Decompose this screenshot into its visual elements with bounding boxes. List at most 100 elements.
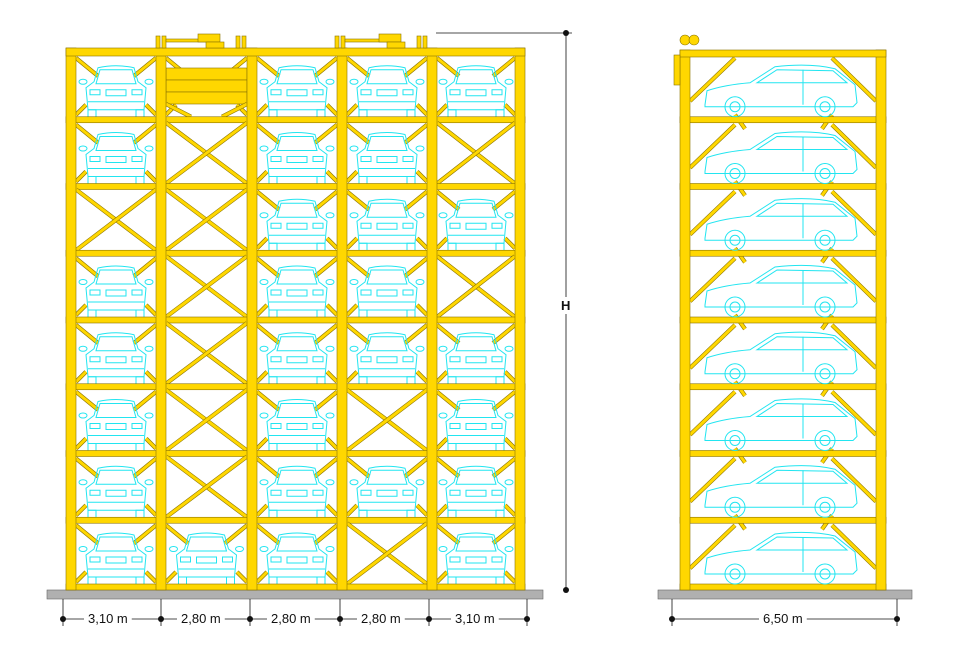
car-window [755,69,849,84]
brace [404,323,428,345]
car-rear-view [259,532,335,586]
tail-light [131,423,143,429]
mirror [325,145,335,152]
mirror [144,412,154,419]
tail-light [360,356,372,363]
mirror [504,479,514,486]
brace [325,170,339,183]
car-body [85,332,147,378]
car-side-view [704,198,858,251]
tail-light [360,489,372,496]
car-rear-view [259,65,335,119]
mirror [349,145,359,152]
lifted-platform [165,67,248,81]
dimension-label-3: 2,80 m [271,611,311,626]
wheel [724,496,746,518]
mirror [415,279,425,285]
ground-slab [46,589,544,600]
brace [503,103,517,116]
wheel [724,363,746,385]
brace [133,257,157,278]
tail-light [402,489,414,496]
brace [830,390,878,436]
column [65,47,77,591]
tail-light [402,89,414,96]
mirror [144,145,154,152]
brace [435,570,449,584]
brace [404,190,428,211]
car-side-view [704,398,858,451]
car-side-view [704,264,858,318]
brace [436,255,516,319]
brace [256,123,280,144]
car-body [445,198,507,244]
tail-light [449,423,461,429]
floor-beam [679,116,887,124]
floor-beam [65,583,526,591]
hub [729,234,741,246]
car-window [455,403,497,418]
brace [74,504,88,517]
car-body [356,465,418,511]
car-body [85,265,147,311]
car-window [755,269,849,284]
brace [133,56,157,78]
license-plate [105,489,127,497]
brace [346,323,370,345]
column [246,47,258,591]
tail-light [360,289,372,296]
floor-beam [65,383,526,391]
license-plate [105,89,127,97]
floor-beam [65,516,526,524]
mirror [259,479,269,486]
license-plate [286,222,308,230]
height-label: H [561,298,570,313]
car-rear-view [259,399,335,452]
tail-light [491,89,503,96]
mirror [504,345,514,352]
brace [314,524,338,545]
lift-motor [197,33,221,43]
lift-post [161,35,167,49]
mirror [144,78,154,85]
tail-light [402,356,414,363]
car-rear-view [78,65,154,119]
tail-light [491,423,503,429]
brace [345,170,359,183]
floor-beam [65,116,526,124]
tail-light [449,89,461,96]
mirror [504,78,514,85]
tail-light [491,556,503,563]
car-body [85,399,147,444]
brace [503,504,517,517]
brace [346,522,428,586]
brace [688,390,737,436]
lift-post [235,35,241,49]
tail-light [312,489,324,496]
mirror [78,145,88,152]
brace [503,370,517,383]
dimension-dot [563,30,569,36]
mirror [504,546,514,552]
wheel [814,563,836,585]
tail-light [312,156,324,162]
car-body [704,465,858,508]
wheel [814,363,836,385]
car-window [455,469,497,485]
car-window [366,69,408,85]
lift-post [422,35,428,49]
hub [729,568,741,580]
brace [415,370,429,383]
car-window [366,269,408,285]
brace [404,457,428,478]
mirror [438,78,448,85]
brace [325,370,339,383]
license-plate [465,423,487,430]
license-plate [376,489,398,497]
brace [255,237,269,250]
brace [74,437,88,450]
brace [346,123,370,144]
car-body [85,132,147,177]
dimension-dot [563,587,569,593]
brace [688,123,737,169]
